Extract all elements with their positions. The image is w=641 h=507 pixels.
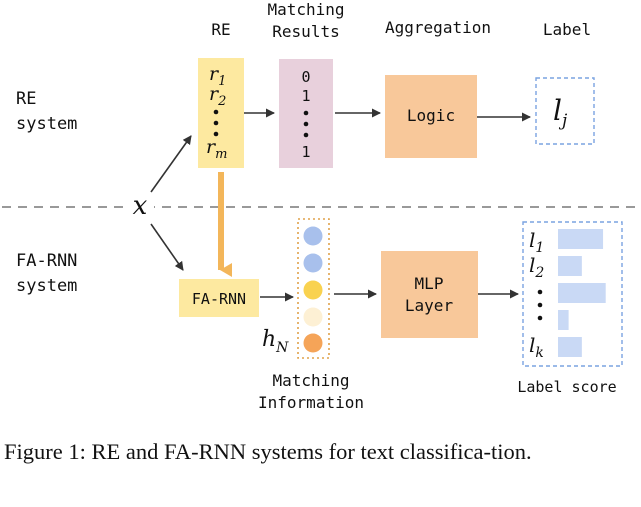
score-ellipsis-dot-1 (537, 289, 543, 295)
header-matching-results-line1: Matching (267, 0, 344, 19)
label-score-box (522, 221, 623, 367)
label-score-bar-1 (558, 229, 604, 249)
re-system-label-line2: system (16, 114, 77, 134)
label-score-bar-2 (558, 256, 582, 276)
input-x: x (133, 191, 148, 221)
header-label: Label (543, 20, 591, 39)
re-rule-rm: rm (206, 136, 227, 162)
mlp-label-line2: Layer (405, 296, 454, 315)
header-matching-results-line2: Results (272, 22, 339, 41)
results-ellipsis-dot-2 (303, 121, 309, 127)
hidden-state-dot-5 (303, 333, 323, 353)
input-x-background (126, 196, 154, 220)
matching-result-second: 1 (301, 87, 310, 105)
re-ellipsis-dot-2 (213, 120, 219, 126)
score-ellipsis-dot-2 (537, 302, 543, 308)
label-score-l1: l1 (529, 228, 544, 256)
label-score-bar-4 (558, 310, 569, 330)
matching-result-first: 0 (301, 68, 310, 86)
figure-caption: Figure 1: RE and FA-RNN systems for text… (4, 439, 532, 464)
hidden-state-dot-3 (303, 280, 323, 300)
label-score-lk: lk (529, 333, 544, 361)
matching-result-last: 1 (301, 143, 310, 161)
re-system-label-line1: RE (16, 89, 36, 109)
logic-label: Logic (407, 106, 455, 125)
label-score-bar-5 (558, 337, 582, 357)
mlp-layer-box (381, 251, 478, 338)
results-ellipsis-dot-3 (303, 132, 309, 138)
hidden-state-hn: hN (262, 327, 289, 356)
re-ellipsis-dot-1 (213, 109, 219, 115)
label-output-box (535, 77, 595, 145)
arrow-x-to-re (150, 135, 192, 193)
farnn-box (179, 279, 259, 317)
hidden-state-dot-2 (303, 253, 323, 273)
results-ellipsis-dot-1 (303, 110, 309, 116)
re-ellipsis-dot-3 (213, 131, 219, 137)
mlp-label-line1: MLP (415, 274, 444, 293)
farnn-system-label-line1: FA-RNN (16, 251, 77, 271)
label-score-bars (558, 229, 606, 357)
re-rule-r2: r2 (209, 83, 226, 109)
arrow-x-to-farnn (150, 223, 184, 271)
matching-information-line2: Information (258, 393, 364, 412)
hidden-state-dot-1 (303, 226, 323, 246)
label-score-l2: l2 (529, 253, 544, 281)
farnn-box-label: FA-RNN (192, 290, 246, 308)
re-farnn-diagram: RE Matching Results Aggregation Label RE… (2, 0, 639, 412)
label-score-bar-3 (558, 283, 606, 303)
hidden-state-dot-4 (303, 307, 323, 327)
re-rule-r1: r1 (209, 63, 226, 89)
re-rules-box (198, 58, 244, 168)
header-aggregation: Aggregation (385, 18, 491, 37)
logic-box (385, 75, 477, 158)
matching-information-box (297, 218, 330, 359)
score-ellipsis-dot-3 (537, 315, 543, 321)
matching-information-line1: Matching (272, 371, 349, 390)
farnn-system-label-line2: system (16, 276, 77, 296)
label-output-lj: lj (553, 94, 568, 131)
label-score-caption: Label score (517, 378, 616, 396)
header-re: RE (211, 20, 230, 39)
